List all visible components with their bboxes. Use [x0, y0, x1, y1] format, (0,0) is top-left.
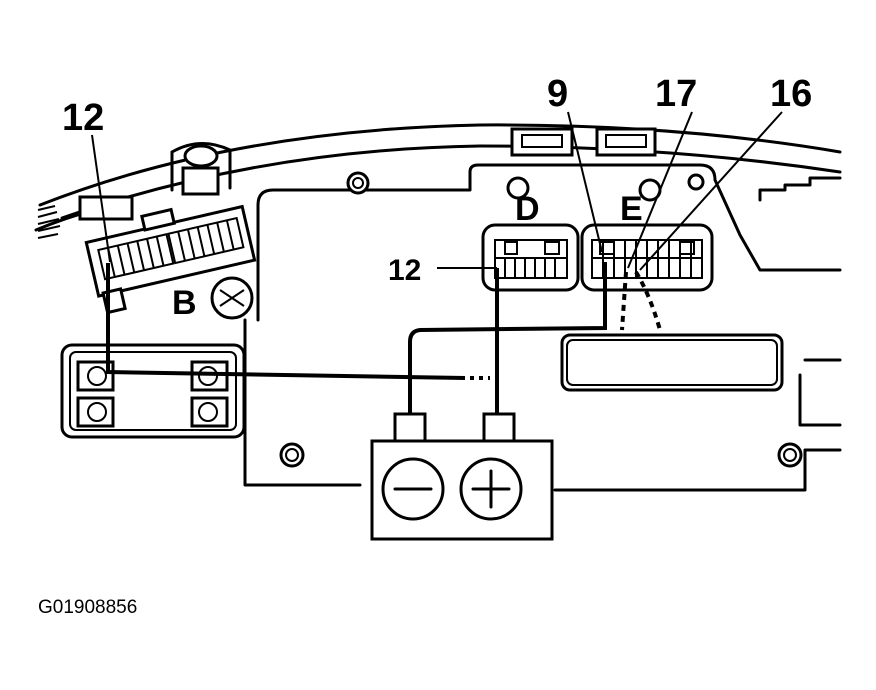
connector-e-label: E: [620, 190, 643, 228]
callout-9: 9: [547, 73, 568, 115]
connector-b: [84, 204, 257, 315]
figure-id: G01908856: [38, 597, 137, 618]
test-leads: [106, 262, 662, 420]
left-gauge-block: [60, 343, 246, 439]
callout-17: 17: [655, 73, 697, 115]
inner-panel: [243, 163, 842, 492]
callout-16: 16: [770, 73, 812, 115]
top-clips: [78, 127, 657, 221]
multimeter: [370, 412, 554, 541]
connector-d-label: D: [515, 190, 540, 228]
connector-d: [481, 223, 580, 292]
connector-e: [580, 223, 714, 292]
callout-leaders: [91, 111, 783, 271]
connector-b-label: B: [172, 284, 197, 322]
callout-12-center: 12: [388, 254, 421, 287]
screws: [210, 171, 803, 468]
callout-12-left: 12: [62, 97, 104, 139]
